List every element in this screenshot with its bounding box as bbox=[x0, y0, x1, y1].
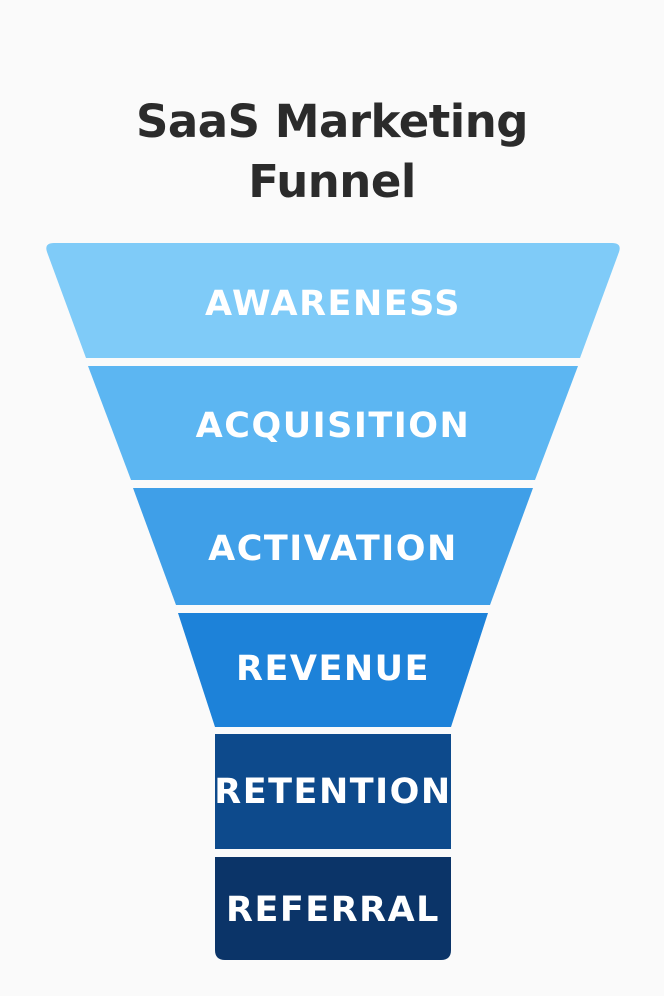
funnel-stage-revenue: REVENUE bbox=[178, 613, 488, 727]
funnel-stage-shape bbox=[88, 366, 578, 480]
funnel-stage-label: AWARENESS bbox=[205, 284, 461, 324]
funnel-stage-label: REFERRAL bbox=[226, 890, 440, 930]
funnel-stage-shape bbox=[178, 613, 488, 727]
title-line-2: Funnel bbox=[248, 155, 416, 208]
funnel-stage-shape bbox=[133, 488, 533, 605]
title-line-1: SaaS Marketing bbox=[136, 95, 528, 148]
funnel-stage-shape bbox=[215, 734, 451, 849]
funnel-stage-label: ACTIVATION bbox=[208, 529, 458, 569]
funnel-stage-acquisition: ACQUISITION bbox=[88, 366, 578, 480]
funnel-stage-activation: ACTIVATION bbox=[133, 488, 533, 605]
funnel-stage-label: REVENUE bbox=[236, 649, 430, 689]
funnel-stage-retention: RETENTION bbox=[214, 734, 451, 849]
diagram-title: SaaS Marketing Funnel bbox=[0, 92, 664, 212]
funnel-stage-awareness: AWARENESS bbox=[46, 243, 620, 358]
funnel-stage-referral: REFERRAL bbox=[215, 857, 451, 960]
funnel-stage-shape bbox=[46, 243, 620, 358]
funnel-stage-label: RETENTION bbox=[214, 772, 451, 812]
funnel-stage-shape bbox=[215, 857, 451, 960]
funnel-stage-label: ACQUISITION bbox=[196, 406, 471, 446]
